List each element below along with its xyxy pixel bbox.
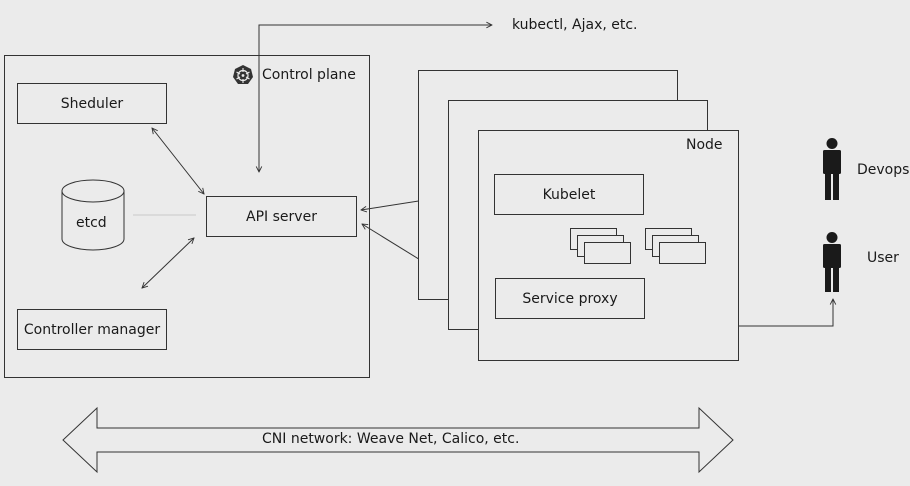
- kubectl-connector: [259, 25, 492, 172]
- control-plane-title: Control plane: [262, 67, 356, 83]
- user-label: User: [867, 250, 899, 266]
- cni-network-label: CNI network: Weave Net, Calico, etc.: [262, 431, 520, 447]
- etcd-label: etcd: [76, 215, 107, 231]
- controller-manager-box: Controller manager: [17, 309, 167, 350]
- service-proxy-box: Service proxy: [495, 278, 645, 319]
- api-server-box: API server: [206, 196, 357, 237]
- person-icon: [823, 232, 841, 292]
- scheduler-api-arrow: [152, 128, 204, 194]
- controller-api-arrow: [142, 238, 194, 288]
- etcd-database-icon: [61, 179, 125, 251]
- kubernetes-logo-icon: [233, 65, 253, 84]
- scheduler-box: Sheduler: [17, 83, 167, 124]
- control-plane-box: [4, 55, 370, 378]
- person-icon: [823, 138, 841, 200]
- node-title: Node: [686, 137, 723, 153]
- pod-card: [659, 242, 706, 264]
- pod-card: [584, 242, 631, 264]
- external-clients-label: kubectl, Ajax, etc.: [512, 17, 638, 33]
- kubelet-box: Kubelet: [494, 174, 644, 215]
- cni-network-arrow: [62, 406, 734, 474]
- devops-label: Devops: [857, 162, 910, 178]
